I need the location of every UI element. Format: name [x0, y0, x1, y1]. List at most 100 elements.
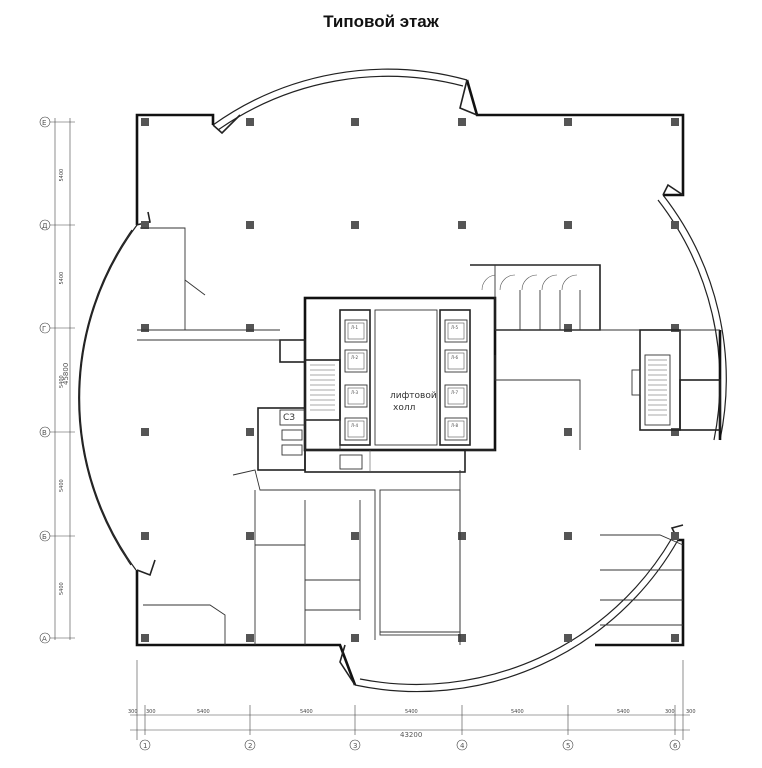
elevator-label: Л-1: [351, 325, 358, 330]
column: [351, 532, 359, 540]
bottom-total: 43200: [400, 731, 422, 739]
axis-bubble: [244, 739, 256, 751]
column: [458, 118, 466, 126]
elevator-label: Л-6: [451, 355, 458, 360]
column: [458, 634, 466, 642]
elevator-shaft: [444, 349, 468, 373]
column: [246, 532, 254, 540]
vertical-dim-label: 5400: [59, 375, 65, 388]
axis-label: 5: [566, 742, 570, 750]
wc-block: [470, 264, 720, 450]
column: [141, 532, 149, 540]
column: [671, 118, 679, 126]
bottom-dim-label: 5400: [511, 709, 524, 715]
column: [671, 324, 679, 332]
elevator-shaft: [444, 319, 468, 343]
facade-outline: [78, 68, 727, 693]
axis-bubble: [139, 739, 151, 751]
vertical-dim-label: 5400: [59, 272, 65, 285]
column: [351, 118, 359, 126]
vertical-dim-label: 5400: [59, 582, 65, 595]
bottom-dim-label: 300: [128, 709, 138, 715]
elevator-shaft: [444, 417, 468, 441]
axis-bubble: [562, 739, 574, 751]
column: [141, 324, 149, 332]
axis-label: 1: [143, 742, 147, 750]
column: [246, 221, 254, 229]
elevator-shaft: [344, 417, 368, 441]
horizontal-axes: 1 2 3 4 5 6: [139, 705, 681, 751]
elevator-cab: [447, 322, 465, 340]
column: [351, 221, 359, 229]
column: [246, 428, 254, 436]
bottom-dim-label: 5400: [300, 709, 313, 715]
column: [671, 428, 679, 436]
axis-bubble: [456, 739, 468, 751]
column: [458, 532, 466, 540]
elevator-cab: [447, 387, 465, 405]
elevator-cab: [347, 420, 365, 438]
axis-label: 4: [460, 742, 465, 750]
elevator-shaft: [344, 384, 368, 408]
column: [564, 118, 572, 126]
bottom-dim-label: 5400: [405, 709, 418, 715]
elevator-label: Л-4: [351, 423, 358, 428]
column: [564, 532, 572, 540]
bottom-dim-label: 300: [686, 709, 696, 715]
axis-label: Г: [42, 325, 46, 333]
vertical-dim-label: 5400: [59, 169, 65, 182]
lift-hall-label-1: лифтовой: [390, 391, 437, 401]
column: [564, 221, 572, 229]
elevator-label: Л-7: [451, 390, 458, 395]
axis-label: Б: [42, 533, 47, 541]
column: [141, 221, 149, 229]
axis-label: 3: [353, 742, 357, 750]
bottom-dim-label: 5400: [197, 709, 210, 715]
axis-label: 2: [248, 742, 252, 750]
axis-label: А: [42, 635, 47, 643]
column: [246, 634, 254, 642]
axis-label: Д: [42, 222, 48, 230]
column: [351, 634, 359, 642]
vertical-total: 45800: [62, 363, 70, 385]
building-outline: [135, 79, 722, 686]
bottom-dim-label: 300: [665, 709, 675, 715]
column: [564, 428, 572, 436]
elevator-label: Л-8: [451, 423, 458, 428]
column: [246, 118, 254, 126]
axis-bubble: [669, 739, 681, 751]
axis-label: Е: [42, 119, 46, 127]
elevator-cab: [447, 352, 465, 370]
elevators: Л-1Л-2Л-3Л-4Л-5Л-6Л-7Л-8: [344, 319, 468, 441]
column: [671, 532, 679, 540]
column: [141, 634, 149, 642]
elevator-cab: [347, 322, 365, 340]
vertical-dimension-chain: [54, 118, 71, 640]
elevator-cab: [447, 420, 465, 438]
horizontal-dimension-chain: [130, 660, 690, 740]
axis-bubble: [349, 739, 361, 751]
partitions: [137, 227, 684, 645]
column: [141, 118, 149, 126]
lift-hall-label-2: холл: [393, 403, 415, 413]
page-title: Типовой этаж: [323, 12, 439, 31]
column: [564, 634, 572, 642]
axis-label: 6: [673, 742, 678, 750]
bottom-dim-label: 5400: [617, 709, 630, 715]
elevator-shaft: [444, 384, 468, 408]
left-stair-block: [257, 339, 341, 471]
vertical-dim-label: 5400: [59, 479, 65, 492]
bottom-dimensions: 300 300 5400 5400 5400 5400 5400 300 300: [128, 709, 696, 715]
elevator-cab: [347, 352, 365, 370]
column: [671, 634, 679, 642]
bottom-dim-label: 300: [146, 709, 156, 715]
right-stair-block: [631, 329, 721, 431]
column: [246, 324, 254, 332]
elevator-label: Л-3: [351, 390, 358, 395]
elevator-shaft: [344, 349, 368, 373]
structural-columns: [141, 118, 679, 642]
elevator-label: Л-2: [351, 355, 358, 360]
room-c3-label: СЗ: [283, 413, 295, 423]
